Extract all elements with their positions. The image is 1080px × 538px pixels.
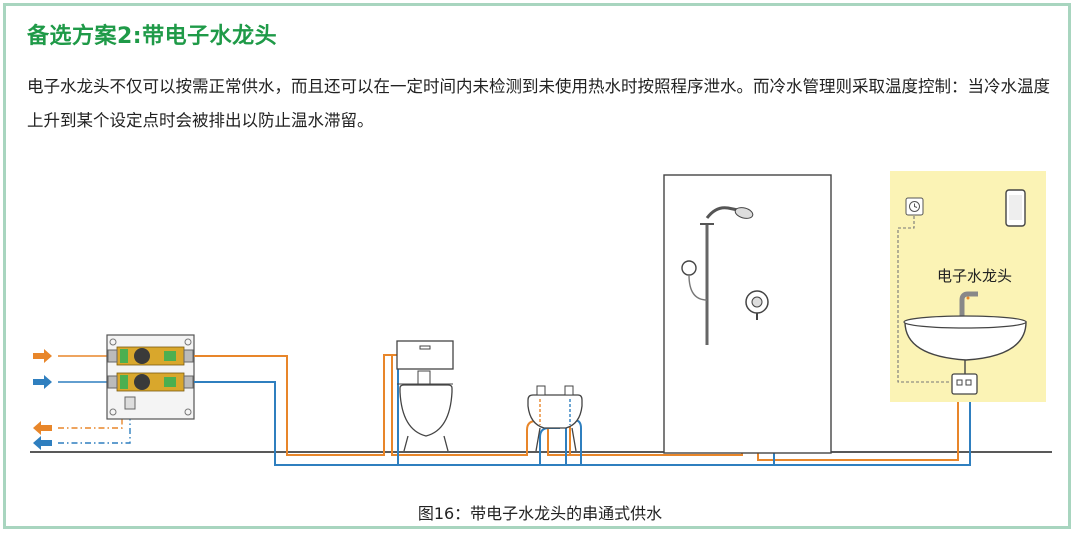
- faucet-label: 电子水龙头: [937, 267, 1012, 285]
- electronic-faucet-icon: [959, 291, 978, 316]
- smartphone-icon: [1005, 189, 1026, 227]
- hot-return-arrow-icon: [33, 412, 123, 435]
- cold-return-arrow-icon: [33, 412, 131, 450]
- shower-valve-icon: [745, 290, 769, 320]
- bidet-icon: [527, 385, 583, 452]
- sink-area: 电子水龙头: [890, 171, 1046, 402]
- control-box: [106, 334, 195, 420]
- shower-enclosure: [663, 174, 832, 454]
- figure-caption: 图16：带电子水龙头的串通式供水: [417, 504, 663, 523]
- clock-icon: [905, 197, 924, 216]
- solenoid-box: [951, 373, 978, 395]
- cold-inlet-arrow-icon: [33, 375, 108, 389]
- hot-inlet-arrow-icon: [33, 349, 108, 363]
- washbasin-icon: [903, 315, 1027, 374]
- toilet-icon: [396, 340, 454, 452]
- description-paragraph: 电子水龙头不仅可以按需正常供水，而且还可以在一定时间内未检测到未使用热水时按照程…: [27, 77, 1050, 130]
- section-title: 备选方案2:带电子水龙头: [27, 24, 278, 49]
- control-dotted-line: [897, 216, 950, 383]
- shower-head-icon: [700, 206, 754, 225]
- cold-supply-pipe: [194, 303, 971, 466]
- hot-supply-pipe: [194, 300, 959, 461]
